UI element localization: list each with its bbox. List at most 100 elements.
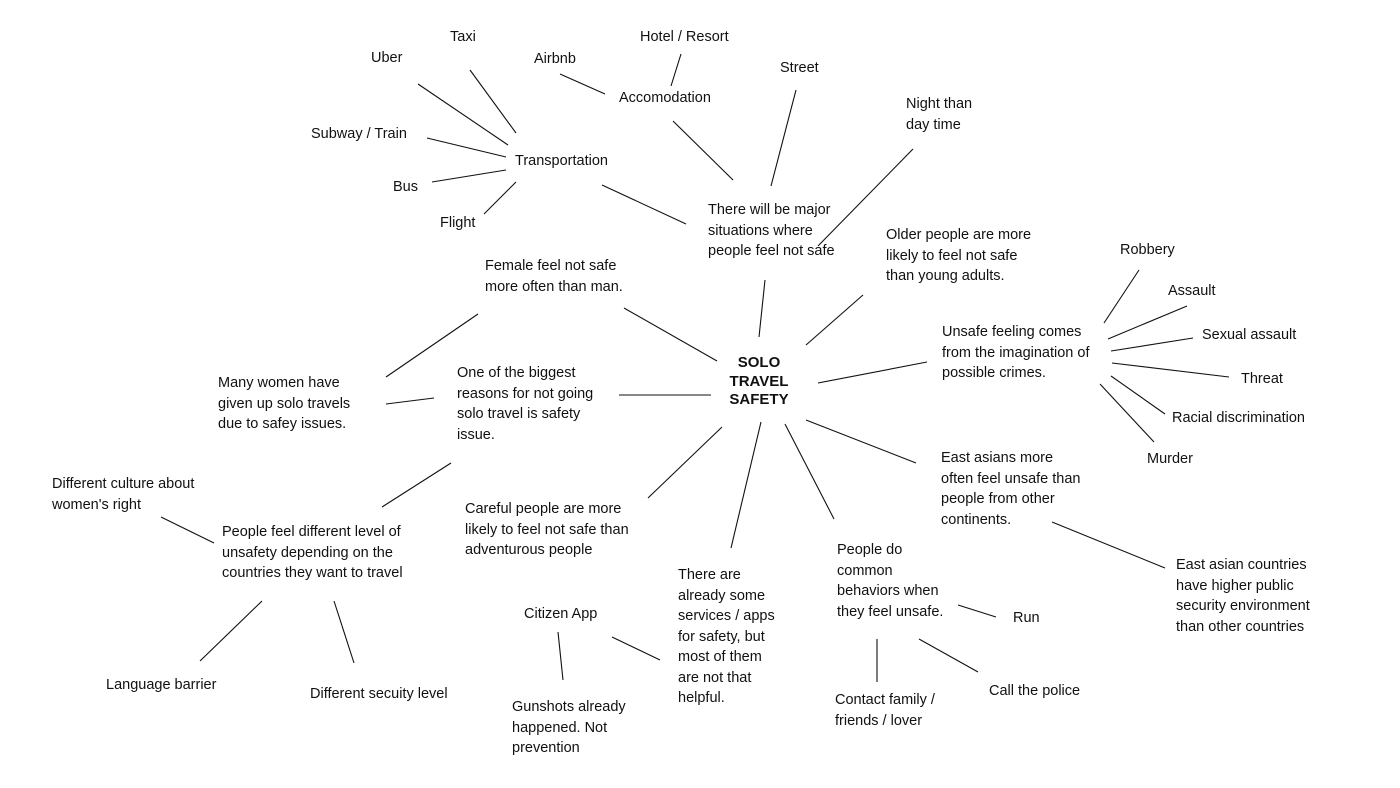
node-label: likely to feel not safe bbox=[886, 247, 1018, 264]
node-flight: Flight bbox=[440, 213, 475, 234]
node-label: issue. bbox=[457, 426, 495, 443]
node-label: East asians more bbox=[941, 450, 1054, 466]
connector-citizen bbox=[611, 636, 661, 661]
connector-female bbox=[623, 307, 718, 362]
node-label: already some bbox=[678, 587, 766, 604]
node-label: are not that bbox=[678, 669, 752, 686]
node-label: services / apps bbox=[678, 608, 775, 624]
node-label: behaviors when bbox=[837, 583, 939, 599]
node-label: often feel unsafe than bbox=[941, 470, 1081, 487]
node-label: helpful. bbox=[678, 690, 725, 706]
node-people-different-level: People feel different level of unsafety … bbox=[222, 522, 403, 584]
node-label: Language barrier bbox=[106, 677, 217, 693]
node-citizen-app: Citizen App bbox=[524, 604, 597, 625]
node-biggest-reasons: One of the biggest reasons for not going… bbox=[457, 363, 593, 445]
node-uber: Uber bbox=[371, 48, 402, 69]
connector-hotel bbox=[670, 53, 682, 87]
node-label: Accomodation bbox=[619, 90, 711, 106]
node-gunshots: Gunshots already happened. Not preventio… bbox=[512, 697, 626, 759]
node-run: Run bbox=[1013, 608, 1040, 629]
node-label: for safety, but bbox=[678, 628, 765, 645]
node-label: Different culture about bbox=[52, 476, 195, 492]
node-label: from the imagination of bbox=[942, 344, 1090, 361]
connector-accomodation bbox=[672, 120, 734, 181]
node-label: Murder bbox=[1147, 451, 1193, 467]
node-major-situations: There will be major situations where peo… bbox=[708, 200, 835, 262]
node-label: There will be major bbox=[708, 202, 831, 218]
node-label: likely to feel not safe than bbox=[465, 521, 629, 538]
node-label: continents. bbox=[941, 511, 1012, 528]
connector-unsafe-feeling bbox=[817, 361, 928, 384]
node-east-asian-countries: East asian countries have higher public … bbox=[1176, 555, 1310, 637]
node-murder: Murder bbox=[1147, 449, 1193, 470]
node-label: prevention bbox=[512, 740, 580, 756]
node-label: people from other bbox=[941, 491, 1055, 507]
node-label: Taxi bbox=[450, 29, 476, 45]
node-label: happened. Not bbox=[512, 719, 608, 736]
connector-careful bbox=[647, 426, 723, 499]
node-label: Unsafe feeling comes bbox=[942, 324, 1082, 340]
node-label: Citizen App bbox=[524, 606, 598, 622]
connector-biggest-women bbox=[385, 397, 435, 405]
node-many-women: Many women have given up solo travels du… bbox=[218, 373, 350, 435]
connector-assault bbox=[1107, 305, 1188, 340]
node-transportation: Transportation bbox=[515, 151, 608, 172]
node-label: Run bbox=[1013, 610, 1040, 626]
node-east-asians: East asians more often feel unsafe than … bbox=[941, 448, 1080, 530]
node-label: Gunshots already bbox=[512, 699, 626, 715]
node-label: People do bbox=[837, 542, 903, 558]
node-label: Night than bbox=[906, 96, 973, 112]
node-label: Flight bbox=[440, 215, 476, 231]
node-label: common bbox=[837, 562, 893, 579]
node-services-apps: There are already some services / apps f… bbox=[678, 565, 775, 709]
connector-bus bbox=[431, 169, 507, 183]
node-careful-people: Careful people are more likely to feel n… bbox=[465, 499, 629, 561]
connector-major-situations bbox=[758, 279, 766, 338]
node-label: people feel not safe bbox=[708, 243, 835, 259]
connector-street bbox=[770, 89, 797, 187]
central-topic-line: SAFETY bbox=[729, 391, 789, 408]
node-label: Contact family / bbox=[835, 692, 935, 708]
node-label: most of them bbox=[678, 649, 762, 665]
node-unsafe-feeling: Unsafe feeling comes from the imaginatio… bbox=[942, 322, 1090, 384]
node-airbnb: Airbnb bbox=[534, 49, 576, 70]
node-label: There are bbox=[678, 567, 741, 583]
connector-airbnb bbox=[559, 73, 606, 95]
node-label: situations where bbox=[708, 222, 813, 239]
connector-language bbox=[199, 600, 263, 662]
node-label: Sexual assault bbox=[1202, 327, 1297, 343]
node-label: Female feel not safe bbox=[485, 258, 617, 274]
connector-gunshots bbox=[557, 631, 564, 681]
node-label: solo travel is safety bbox=[457, 406, 581, 422]
connector-female-women bbox=[385, 313, 479, 378]
node-label: more often than man. bbox=[485, 278, 623, 295]
node-label: friends / lover bbox=[835, 712, 923, 729]
node-racial-discrimination: Racial discrimination bbox=[1172, 408, 1305, 429]
connector-taxi bbox=[469, 69, 517, 134]
node-label: reasons for not going bbox=[457, 385, 594, 402]
connector-murder bbox=[1099, 383, 1155, 443]
node-label: security environment bbox=[1176, 598, 1310, 614]
node-label: Robbery bbox=[1120, 242, 1175, 258]
connector-police bbox=[918, 638, 979, 673]
node-label: women's right bbox=[52, 496, 141, 513]
connector-subway bbox=[426, 137, 507, 158]
central-topic-line: SOLO bbox=[737, 354, 781, 371]
node-call-police: Call the police bbox=[989, 681, 1080, 702]
node-label: than young adults. bbox=[886, 268, 1005, 284]
node-label: than other countries bbox=[1176, 618, 1305, 635]
node-label: Airbnb bbox=[534, 51, 576, 67]
connector-transportation bbox=[601, 184, 687, 225]
node-label: Many women have bbox=[218, 375, 340, 391]
central-topic: SOLO TRAVEL SAFETY bbox=[715, 354, 803, 410]
node-label: Street bbox=[780, 60, 819, 76]
node-female: Female feel not safe more often than man… bbox=[485, 256, 623, 297]
connector-racial bbox=[1110, 375, 1166, 415]
node-night-day: Night than day time bbox=[906, 94, 972, 135]
connector-east-asians bbox=[805, 419, 917, 464]
connector-services bbox=[730, 421, 762, 549]
node-accomodation: Accomodation bbox=[619, 88, 711, 109]
connector-culture bbox=[160, 516, 215, 544]
connector-behaviors bbox=[784, 423, 835, 520]
node-assault: Assault bbox=[1168, 281, 1216, 302]
